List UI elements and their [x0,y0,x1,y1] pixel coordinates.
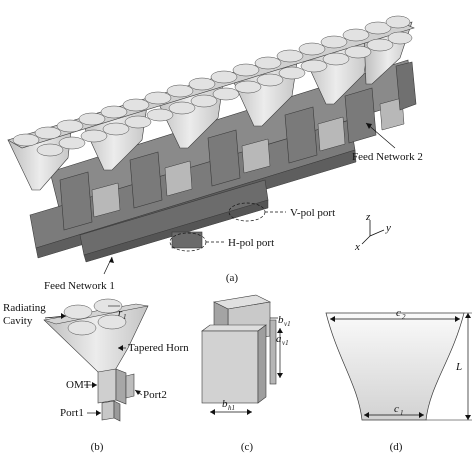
port2-label: Port2 [143,389,167,401]
c2-subscript: 2 [402,313,406,321]
av1-symbol: a [276,333,282,345]
bv1-symbol: b [278,314,284,326]
r1-subscript: 1 [123,313,127,321]
omt-block [201,330,259,404]
fn2-arrowhead [366,123,372,129]
radiating-label: Radiating [3,302,46,314]
bh1-subscript: h1 [228,404,235,412]
h-pol-port-label: H-pol port [228,237,274,249]
feed-network-body [29,59,417,263]
port1-label: Port1 [60,407,84,419]
caption-a: (a) [226,272,239,284]
feed-network-2-label: Feed Network 2 [352,151,423,163]
r1-symbol: r [118,307,123,319]
radiating-discs [12,15,413,157]
omt-label: OMT [66,379,91,391]
caption-d: (d) [390,441,403,453]
axis-x-label: x [354,241,360,253]
v-pol-port-label: V-pol port [290,207,335,219]
panel-c: b h1 a v1 b v1 (c) [201,294,291,453]
l-symbol: L [455,361,462,373]
panel-b: Radiating Cavity r 1 Tapered Horn OMT Po… [3,298,189,453]
feed-network-1-label: Feed Network 1 [44,280,115,292]
panel-d: c 2 c 1 L (d) [325,307,472,453]
axis-z-label: z [365,211,371,223]
caption-b: (b) [91,441,104,453]
av1-subscript: v1 [282,339,289,347]
c2-symbol: c [396,307,401,319]
c1-subscript: 1 [400,409,404,417]
c1-symbol: c [394,403,399,415]
bh1-symbol: b [222,398,228,410]
caption-c: (c) [241,441,254,453]
bv1-subscript: v1 [284,320,291,328]
fn2-leader [365,122,396,149]
tapered-horn-label: Tapered Horn [128,342,189,354]
axis-y-label: y [385,222,391,234]
panel-a: Feed Network 2 V-pol port H-pol port Fee… [7,15,423,292]
fn1-arrowhead [109,257,114,263]
cavity-label: Cavity [3,315,33,327]
axis-triad [361,220,385,245]
